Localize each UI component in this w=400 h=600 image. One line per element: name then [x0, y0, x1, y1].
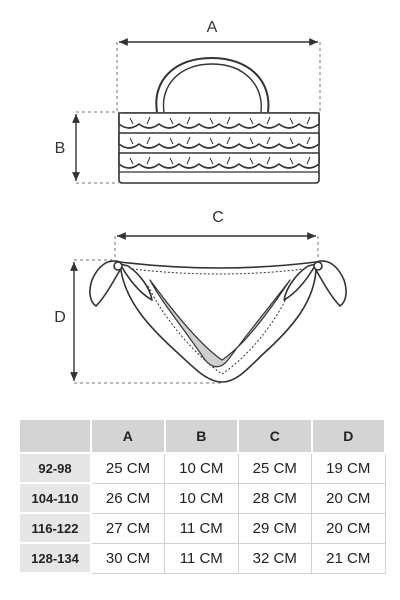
table-cell: 29 CM [237, 512, 312, 544]
size-chart-table: A B C D 92-98 25 CM 10 CM 25 CM 19 CM 10… [18, 418, 386, 574]
column-header-a: A [90, 418, 166, 454]
row-size-label: 104-110 [18, 482, 92, 514]
table-cell: 21 CM [311, 542, 386, 574]
dimension-b-label: B [55, 140, 66, 157]
table-cell: 26 CM [90, 482, 165, 514]
dimension-d-label: D [54, 309, 66, 326]
swimsuit-diagram: A B C [54, 19, 347, 384]
dimension-a-label: A [207, 19, 218, 36]
table-cell: 32 CM [237, 542, 312, 574]
table-cell: 30 CM [90, 542, 165, 574]
table-cell: 19 CM [311, 452, 386, 484]
table-row: 104-110 26 CM 10 CM 28 CM 20 CM [18, 482, 386, 514]
dimension-c: C [114, 209, 319, 258]
top-garment-drawing [118, 57, 320, 184]
table-cell: 28 CM [237, 482, 312, 514]
table-cell: 20 CM [311, 512, 386, 544]
row-size-label: 128-134 [18, 542, 92, 574]
table-cell: 10 CM [164, 482, 239, 514]
table-cell: 11 CM [164, 512, 239, 544]
column-header-c: C [237, 418, 313, 454]
table-cell: 10 CM [164, 452, 239, 484]
row-size-label: 92-98 [18, 452, 92, 484]
table-header-row: A B C D [18, 418, 386, 454]
table-cell: 25 CM [90, 452, 165, 484]
dimension-a: A [116, 19, 321, 112]
bottom-garment-drawing [89, 260, 347, 383]
row-size-label: 116-122 [18, 512, 92, 544]
column-header-b: B [163, 418, 239, 454]
table-row: 128-134 30 CM 11 CM 32 CM 21 CM [18, 542, 386, 574]
column-header-d: D [310, 418, 386, 454]
dimension-b: B [55, 111, 119, 184]
table-row: 116-122 27 CM 11 CM 29 CM 20 CM [18, 512, 386, 544]
table-cell: 11 CM [164, 542, 239, 574]
table-cell: 27 CM [90, 512, 165, 544]
table-cell: 25 CM [237, 452, 312, 484]
table-row: 92-98 25 CM 10 CM 25 CM 19 CM [18, 452, 386, 484]
dimension-c-label: C [212, 209, 224, 226]
column-header-size [18, 418, 92, 454]
table-cell: 20 CM [311, 482, 386, 514]
dimension-d: D [54, 259, 222, 384]
